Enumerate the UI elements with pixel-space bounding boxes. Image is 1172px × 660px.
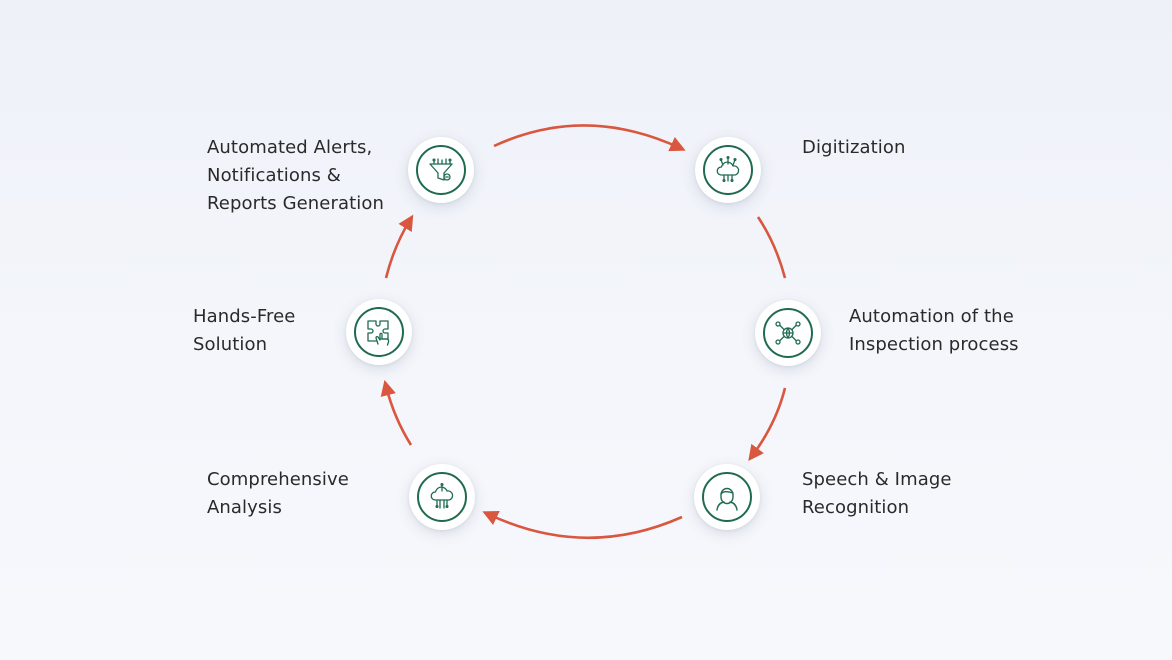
arrow-speech-to-analysis <box>482 510 683 540</box>
step-node-speech-image <box>694 464 760 530</box>
puzzle-hand-icon <box>367 320 390 346</box>
cloud-data-icon <box>430 482 454 509</box>
step-label-speech-image: Speech & Image Recognition <box>802 469 952 518</box>
network-globe-icon <box>775 321 801 345</box>
arrow-analysis-to-handsfree <box>380 379 413 446</box>
step-node-automation <box>755 300 821 366</box>
step-label-automation: Automation of the Inspection process <box>849 306 1019 355</box>
arrow-alerts-to-digitization <box>493 124 686 152</box>
funnel-icon <box>429 158 453 181</box>
arrow-digitization-to-automation <box>756 216 787 279</box>
step-node-analysis <box>409 464 475 530</box>
arrow-automation-to-speech <box>748 387 787 461</box>
step-node-hands-free <box>346 299 412 365</box>
step-label-digitization: Digitization <box>802 137 906 158</box>
step-label-analysis: Comprehensive Analysis <box>207 469 349 518</box>
step-label-hands-free: Hands-Free Solution <box>193 306 296 355</box>
step-node-alerts <box>408 137 474 203</box>
person-icon <box>716 487 738 511</box>
step-node-digitization <box>695 137 761 203</box>
cloud-circuit-icon <box>716 155 740 183</box>
arrow-handsfree-to-alerts <box>384 214 414 279</box>
step-label-alerts: Automated Alerts, Notifications & Report… <box>207 137 384 214</box>
